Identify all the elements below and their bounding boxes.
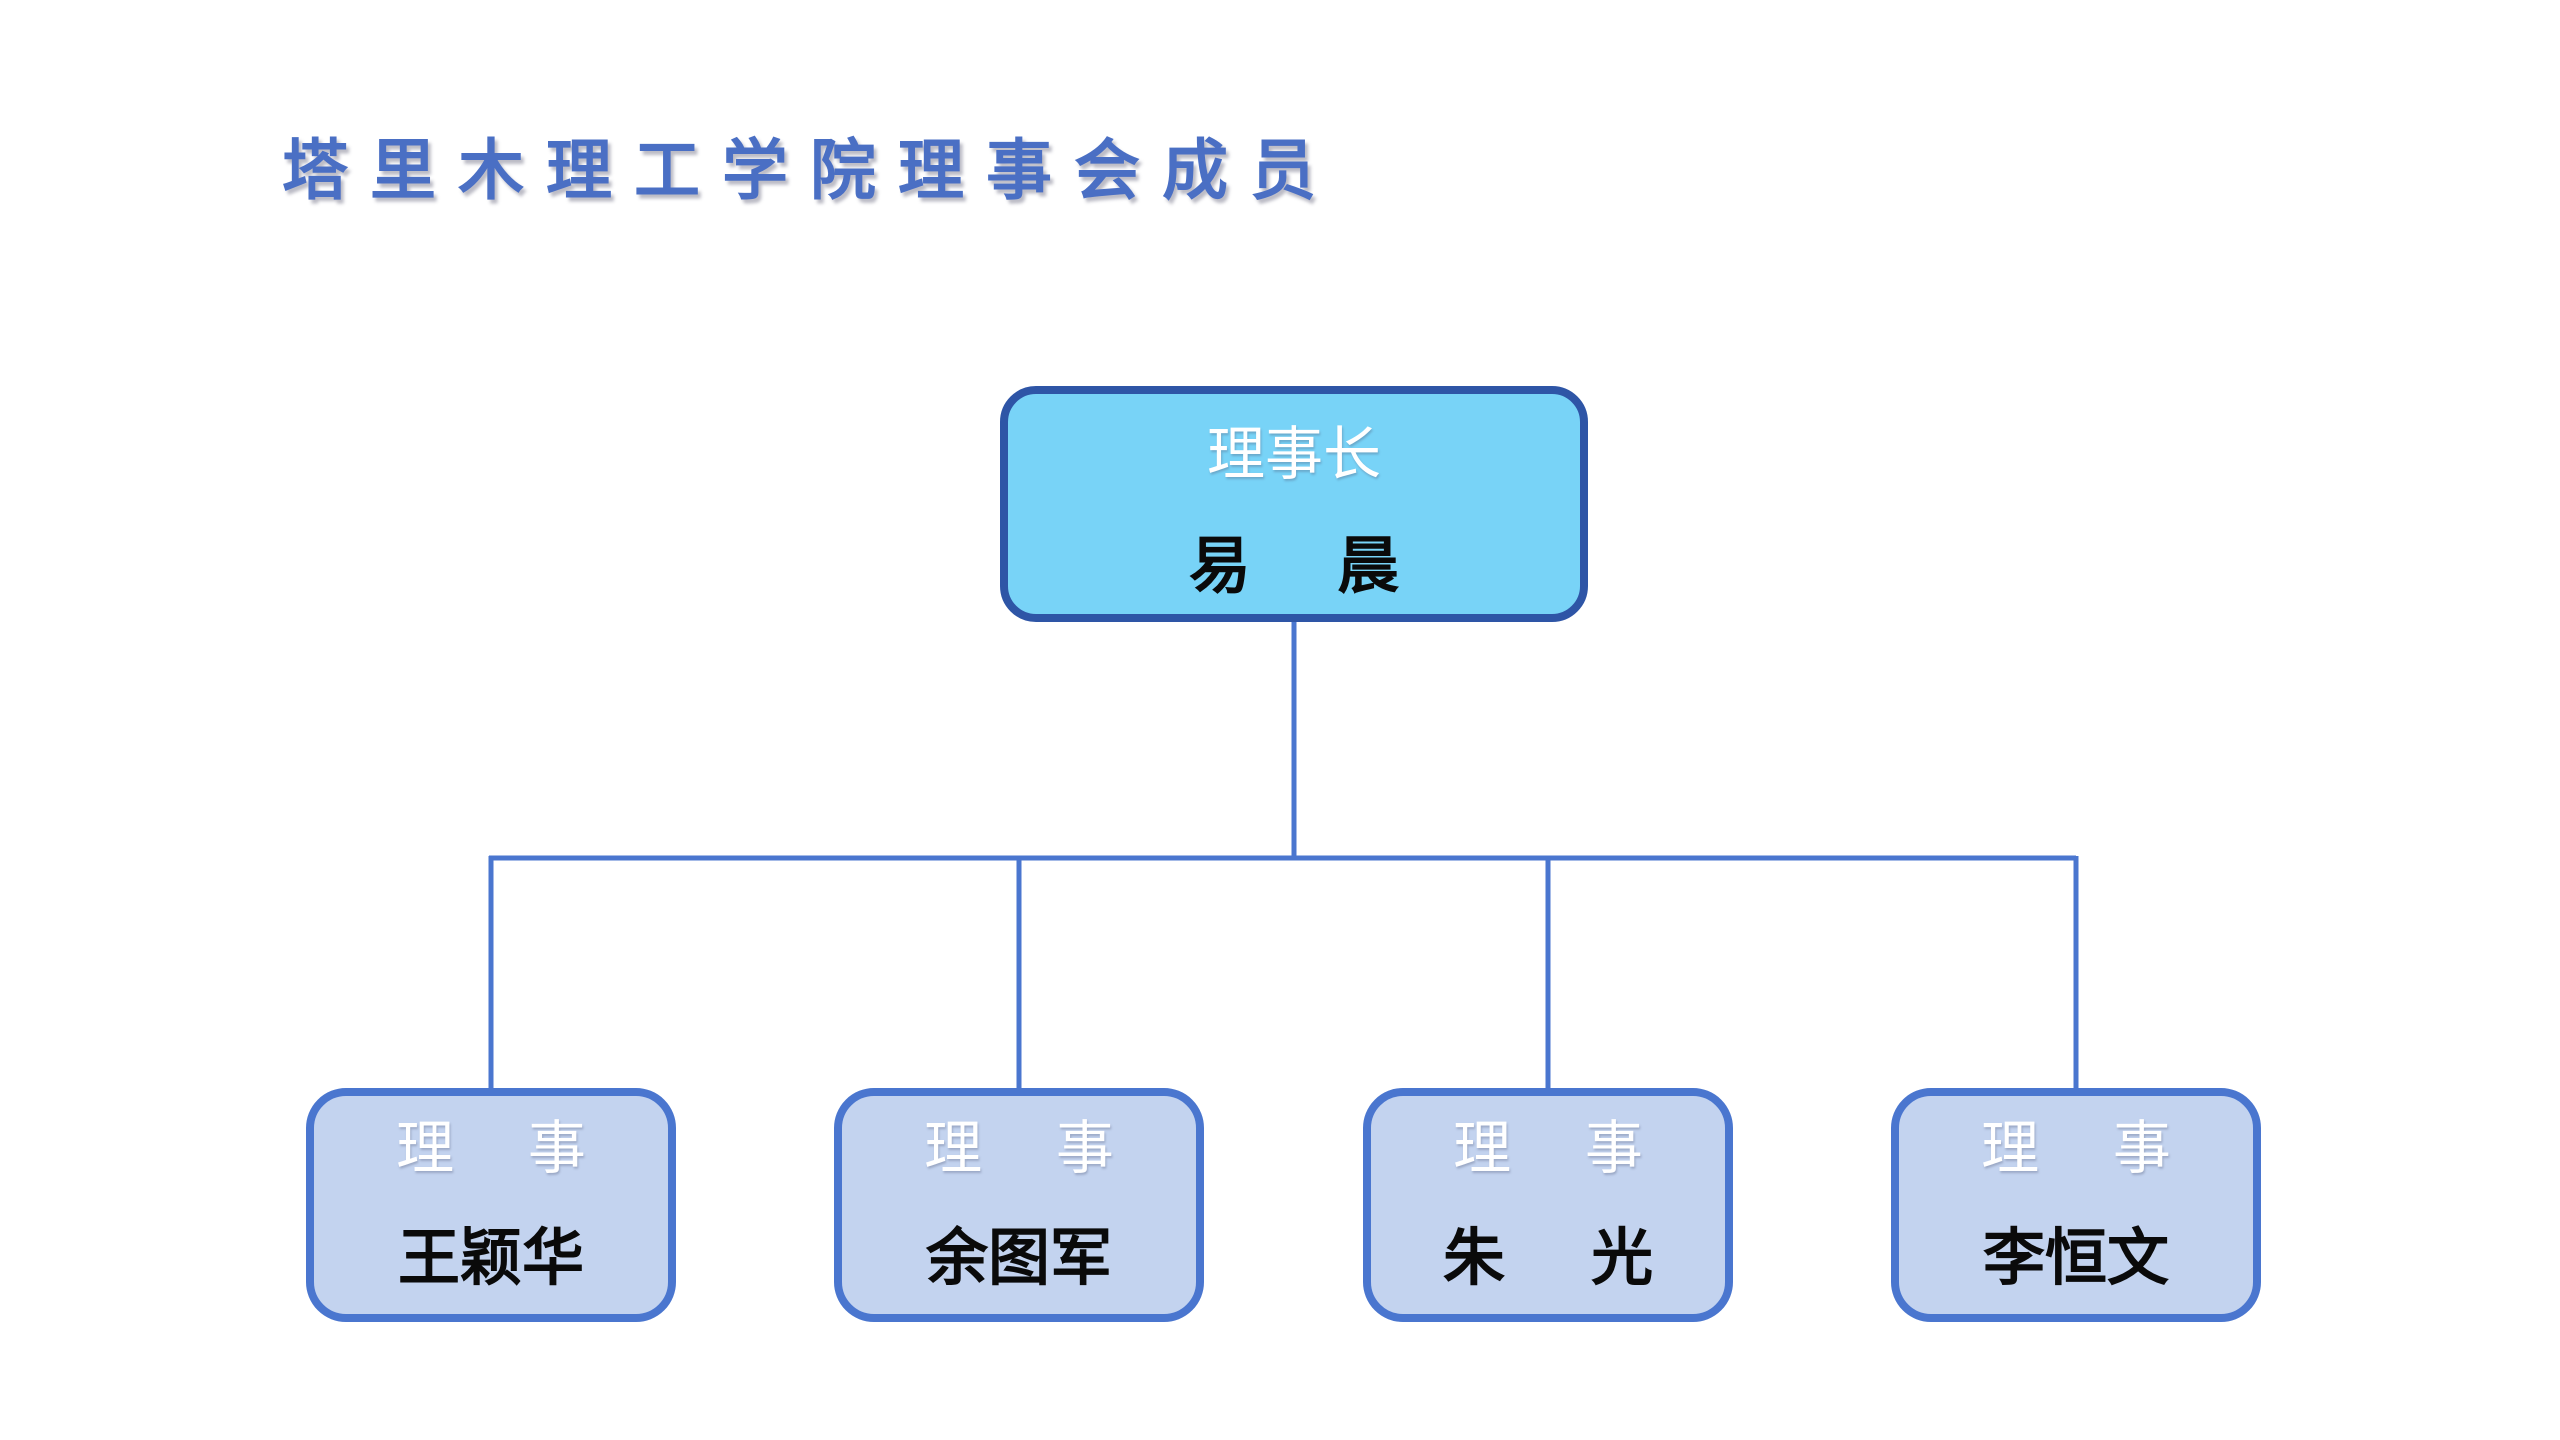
director-role: 理 事 — [924, 1114, 1114, 1182]
chairman-role: 理事长 — [1206, 420, 1381, 488]
chairman-name: 易 晨 — [1188, 529, 1400, 602]
director-box-2: 理 事 余图军 — [834, 1088, 1204, 1322]
director-name: 余图军 — [925, 1221, 1112, 1294]
director-role: 理 事 — [396, 1114, 586, 1182]
director-role: 理 事 — [1981, 1114, 2171, 1182]
director-box-1: 理 事 王颖华 — [306, 1088, 676, 1322]
chairman-box: 理事长 易 晨 — [1000, 386, 1588, 622]
page-title: 塔里木理工学院理事会成员 — [282, 131, 1338, 209]
director-name: 王颖华 — [397, 1221, 584, 1294]
director-name: 李恒文 — [1982, 1221, 2169, 1294]
director-role: 理 事 — [1453, 1114, 1643, 1182]
director-box-4: 理 事 李恒文 — [1891, 1088, 2261, 1322]
director-box-3: 理 事 朱 光 — [1363, 1088, 1733, 1322]
director-name: 朱 光 — [1442, 1221, 1654, 1294]
